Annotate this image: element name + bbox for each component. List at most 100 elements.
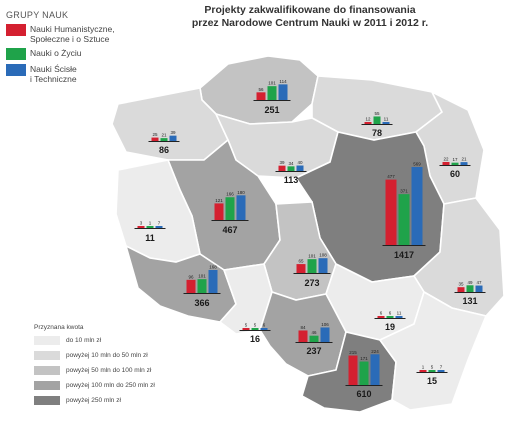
bar-technical [208, 269, 218, 293]
legend-swatch-blue [6, 64, 26, 76]
bar-value-label: 11 [384, 117, 389, 122]
region-total-label: 366 [194, 298, 209, 308]
bar-value-label: 5 [254, 323, 257, 328]
region-total-label: 113 [284, 175, 299, 185]
region-total-label: 1417 [394, 250, 414, 260]
bar-value-label: 39 [279, 160, 285, 165]
bar-life [251, 328, 259, 330]
legend-item-humanities: Nauki Humanistyczne, Społeczne i o Sztuc… [6, 24, 196, 44]
bar-value-label: 39 [170, 130, 176, 135]
bar-humanities [457, 287, 465, 292]
legend-swatch-red [6, 24, 26, 36]
bar-value-label: 5 [431, 365, 434, 370]
legend-label-line: Społeczne i o Sztuce [30, 34, 110, 44]
region-total-label: 251 [264, 105, 279, 115]
bar-technical [382, 122, 390, 124]
bar-value-label: 6 [380, 311, 383, 316]
bar-humanities [137, 226, 145, 228]
bar-value-label: 215 [349, 350, 357, 355]
legend-item-life: Nauki o Życiu [6, 48, 196, 60]
bar-value-label: 101 [198, 274, 206, 279]
funding-swatch [34, 335, 60, 345]
science-groups-legend: GRUPY NAUK Nauki Humanistyczne, Społeczn… [6, 10, 196, 88]
bar-humanities [348, 355, 358, 385]
bar-humanities [377, 316, 385, 318]
bar-life [451, 162, 459, 165]
bar-value-label: 108 [319, 253, 327, 258]
bar-value-label: 371 [400, 189, 408, 194]
bar-technical [155, 226, 163, 228]
title-line-2: przez Narodowe Centrum Nauki w 2011 i 20… [191, 17, 429, 29]
bar-value-label: 3 [140, 221, 143, 226]
bar-value-label: 21 [461, 157, 467, 162]
bar-life [287, 166, 295, 171]
bar-humanities [151, 137, 159, 141]
bar-life [386, 316, 394, 318]
bar-life [197, 279, 207, 293]
bar-humanities [214, 203, 224, 220]
bar-life [160, 138, 168, 141]
bar-humanities [296, 264, 306, 273]
legend-label-line: Nauki Ścisłe [30, 64, 77, 74]
funding-legend-item: powyżej 10 mln do 50 mln zł [34, 349, 224, 361]
bar-humanities [186, 279, 196, 293]
legend-item-technical: Nauki Ścisłe i Techniczne [6, 64, 196, 84]
bar-humanities [256, 92, 266, 100]
title-line-1: Projekty zakwalifikowane do finansowania [204, 4, 416, 16]
bar-technical [437, 370, 445, 372]
bar-value-label: 171 [360, 356, 368, 361]
bar-life [146, 226, 154, 228]
bar-value-label: 180 [237, 190, 245, 195]
bar-value-label: 101 [268, 81, 276, 86]
region-podkarpackie [378, 290, 488, 411]
funding-legend-heading: Przyznana kwota [34, 324, 84, 331]
legend-label-line: Nauki o Życiu [30, 48, 82, 58]
funding-legend-item: powyżej 100 mln do 250 mln zł [34, 379, 224, 391]
bar-life [307, 259, 317, 273]
bar-value-label: 65 [298, 259, 304, 264]
bar-technical [411, 167, 423, 245]
region-total-label: 15 [427, 376, 437, 386]
region-total-label: 273 [304, 278, 319, 288]
bar-value-label: 56 [258, 87, 264, 92]
bar-humanities [242, 328, 250, 330]
bar-life [267, 86, 277, 100]
bar-value-label: 5 [245, 323, 248, 328]
legend-label-line: Nauki Humanistyczne, [30, 24, 115, 34]
bar-value-label: 46 [311, 330, 317, 335]
bar-value-label: 84 [300, 325, 306, 330]
funding-swatch [34, 365, 60, 375]
bar-humanities [298, 330, 308, 342]
bar-humanities [385, 179, 397, 245]
bar-value-label: 21 [161, 133, 167, 138]
bar-technical [460, 162, 468, 165]
region-total-label: 16 [250, 334, 260, 344]
bar-life [359, 361, 369, 385]
bar-value-label: 22 [443, 156, 449, 161]
bar-life [466, 285, 474, 292]
bar-life [428, 370, 436, 372]
bar-technical [236, 195, 246, 220]
bar-value-label: 96 [188, 274, 194, 279]
region-total-label: 60 [450, 169, 460, 179]
funding-label: powyżej 10 mln do 50 mln zł [66, 351, 148, 359]
bar-technical [318, 258, 328, 273]
bar-value-label: 25 [152, 132, 158, 137]
bar-value-label: 34 [288, 161, 294, 166]
voivodeship-regions [111, 55, 505, 413]
bar-humanities [442, 161, 450, 165]
bar-value-label: 101 [308, 254, 316, 259]
region-total-label: 19 [385, 322, 395, 332]
funding-swatch [34, 350, 60, 360]
region-total-label: 131 [462, 296, 477, 306]
bar-life [398, 194, 410, 245]
bar-technical [260, 328, 268, 330]
funding-label: powyżej 250 mln zł [66, 396, 121, 404]
bar-value-label: 6 [389, 311, 392, 316]
funding-legend-item: powyżej 250 mln zł [34, 394, 224, 406]
bar-technical [370, 354, 380, 385]
funding-legend-item: powyżej 50 mln do 100 mln zł [34, 364, 224, 376]
